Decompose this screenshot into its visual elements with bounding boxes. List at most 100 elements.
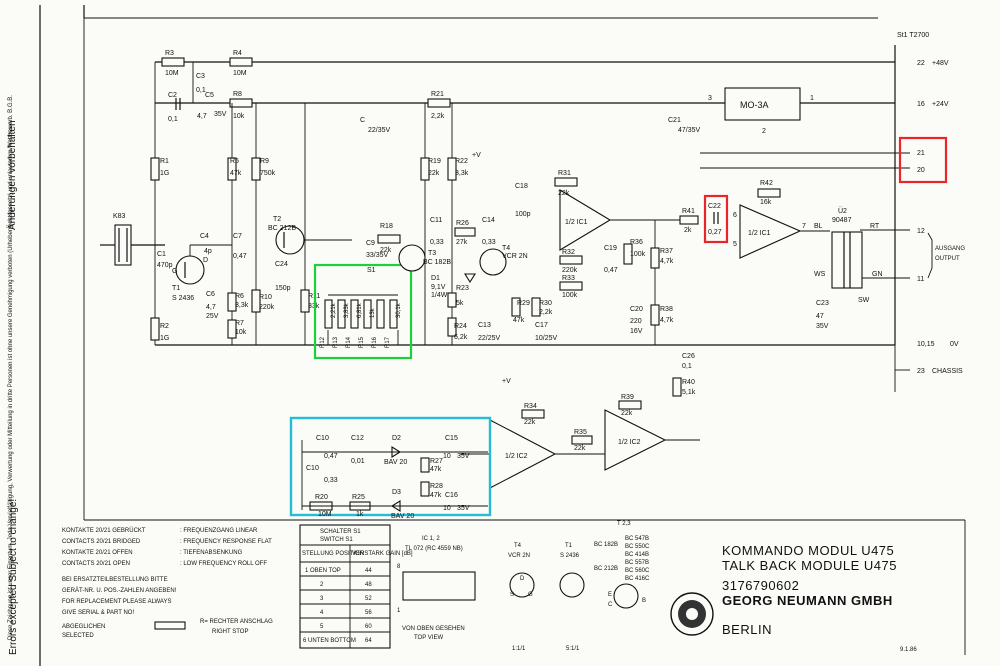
r20-label: R20 bbox=[315, 494, 328, 501]
stage1-passives: R5 47k R9 750k C7 0,47 C6 4,7 25V R6 3,3… bbox=[206, 103, 291, 345]
c10b-value: 0,33 bbox=[324, 477, 338, 484]
r10-label: R10 bbox=[259, 294, 272, 301]
r18-value: 22k bbox=[380, 247, 392, 254]
c20-voltage: 16V bbox=[630, 328, 643, 335]
r34-value: 22k bbox=[524, 419, 536, 426]
r4-label: R4 bbox=[233, 50, 242, 57]
u2-label: Ü2 bbox=[838, 207, 847, 215]
plus-v-label-2: +V bbox=[502, 378, 511, 385]
r19-label: R19 bbox=[428, 158, 441, 165]
c2-value: 0,1 bbox=[168, 116, 178, 123]
r11-value: 33k bbox=[308, 303, 320, 310]
ic-pinout-caption-1: VON OBEN GESEHEN bbox=[402, 626, 465, 632]
note-8: GIVE SERIAL & PART NO! bbox=[62, 610, 134, 616]
r40-value: 5,1k bbox=[682, 389, 696, 396]
c15-label: C15 bbox=[445, 435, 458, 442]
c9-value: 33/35V bbox=[366, 252, 389, 259]
scale-1: 1:1/1 bbox=[512, 646, 526, 652]
neumann-logo bbox=[670, 592, 714, 636]
notes: KONTAKTE 20/21 GEBRÜCKT : FREQUENZGANG L… bbox=[62, 527, 273, 639]
r12-label: R12 bbox=[320, 336, 326, 348]
pinout-t1-type: S 2436 bbox=[560, 553, 580, 559]
c19-value: 0,47 bbox=[604, 267, 618, 274]
t1-pin-g: G bbox=[172, 268, 177, 275]
c-value: 22/35V bbox=[368, 127, 391, 134]
ic1b: 1/2 IC1 6 5 7 R42 16k bbox=[733, 180, 830, 259]
pinout-e: E bbox=[608, 592, 612, 598]
r21-value: 2,2k bbox=[431, 113, 445, 120]
c23-voltage: 35V bbox=[816, 323, 829, 330]
red-highlight-terminals bbox=[898, 136, 948, 184]
transistor-t1: T1 S 2436 D G C4 4p bbox=[172, 233, 232, 302]
r39-value: 22k bbox=[621, 410, 633, 417]
lower-section: C26 0,1 R40 5,1k 1/2 IC2 1/2 IC2 R34 22k… bbox=[460, 353, 700, 489]
r5-label: R5 bbox=[230, 158, 239, 165]
switch-table-header-2: VERSTARK GAIN [dB] bbox=[352, 551, 413, 557]
side-text-english: Errors excepted Subject to change! bbox=[8, 499, 19, 655]
c24-label: C24 bbox=[275, 261, 288, 268]
title-line-1: KOMMANDO MODUL U475 bbox=[722, 543, 894, 558]
r37-label: R37 bbox=[660, 248, 673, 255]
c6-value: 4,7 bbox=[206, 304, 216, 311]
r5-value: 47k bbox=[230, 170, 242, 177]
r4-value: 10M bbox=[233, 70, 247, 77]
r14-value: 6,81k bbox=[357, 302, 363, 318]
ws-label: WS bbox=[814, 271, 826, 278]
d3-value: BAV 20 bbox=[391, 513, 414, 520]
c7-value: 0,47 bbox=[233, 253, 247, 260]
r23-label: R23 bbox=[456, 285, 469, 292]
note-2-val: : FREQUENCY RESPONSE FLAT bbox=[180, 539, 272, 545]
pinout-t23-2: BC 550C bbox=[625, 544, 650, 550]
pinout-bc182b: BC 182B bbox=[594, 542, 618, 548]
switch-table-title-1: SCHALTER S1 bbox=[320, 529, 361, 535]
r40-label: R40 bbox=[682, 379, 695, 386]
plus-v-label: +V bbox=[472, 152, 481, 159]
svg-text:5: 5 bbox=[733, 241, 737, 248]
c13-value: 22/25V bbox=[478, 335, 501, 342]
r27-value: 47k bbox=[430, 466, 442, 473]
pinout-t4: T4 bbox=[514, 543, 522, 549]
r2-value: 1G bbox=[160, 335, 169, 342]
c21-value: 47/35V bbox=[678, 127, 701, 134]
pinout-t23-1: BC 547B bbox=[625, 536, 649, 542]
c19-label: C19 bbox=[604, 245, 617, 252]
r42-value: 16k bbox=[760, 199, 772, 206]
d2-label: D2 bbox=[392, 435, 401, 442]
switch-table-title-2: SWITCH S1 bbox=[320, 537, 353, 543]
r34-label: R34 bbox=[524, 403, 537, 410]
note-11: R= RECHTER ANSCHLAG bbox=[200, 619, 273, 625]
switch-row-2-pos: 2 bbox=[320, 582, 324, 588]
transformer-u2: Ü2 90487 BL RT WS GN SW C23 47 35V bbox=[814, 207, 883, 330]
r16-value: 30,1k bbox=[396, 302, 402, 318]
terminal-16-voltage: +24V bbox=[932, 101, 949, 108]
r28-label: R28 bbox=[430, 483, 443, 490]
switch-table: SCHALTER S1 SWITCH S1 STELLUNG POSITION … bbox=[299, 524, 413, 649]
t1-label: T1 bbox=[172, 285, 180, 292]
side-text: Änderungen vorbehalten Diese Zeichnung i… bbox=[6, 95, 19, 655]
r8-value: 10k bbox=[233, 113, 245, 120]
r36-value: 100k bbox=[630, 251, 646, 258]
ic1a: 1/2 IC1 C18 100p R31 22k R32 220k R33 10… bbox=[515, 170, 680, 345]
side-text-legal: Diese Zeichnung ist unser Eigentum. Jede… bbox=[8, 95, 14, 640]
switch-row-6-gain: 64 bbox=[365, 638, 372, 644]
c2-label: C2 bbox=[168, 92, 177, 99]
c15-value: 10 bbox=[443, 453, 451, 460]
c14-label: C14 bbox=[482, 217, 495, 224]
ic-pinout-title: IC 1, 2 bbox=[422, 536, 440, 542]
note-7: FOR REPLACEMENT PLEASE ALWAYS bbox=[62, 599, 171, 605]
d2-value: BAV 20 bbox=[384, 459, 407, 466]
c21-label: C21 bbox=[668, 117, 681, 124]
ic-pinout-caption-2: TOP VIEW bbox=[414, 635, 443, 641]
c17-label: C17 bbox=[535, 322, 548, 329]
r33-value: 100k bbox=[562, 292, 578, 299]
c14-value: 0,33 bbox=[482, 239, 496, 246]
r26-value: 27k bbox=[456, 239, 468, 246]
r3-label: R3 bbox=[165, 50, 174, 57]
c10-label: C10 bbox=[316, 435, 329, 442]
r1-value: 1G bbox=[160, 170, 169, 177]
c1-label: C1 bbox=[157, 251, 166, 258]
c4-label: C4 bbox=[200, 233, 209, 240]
switch-table-header-1: STELLUNG POSITION bbox=[302, 551, 364, 557]
terminal-22: 22 bbox=[917, 60, 925, 67]
svg-text:7: 7 bbox=[802, 223, 806, 230]
